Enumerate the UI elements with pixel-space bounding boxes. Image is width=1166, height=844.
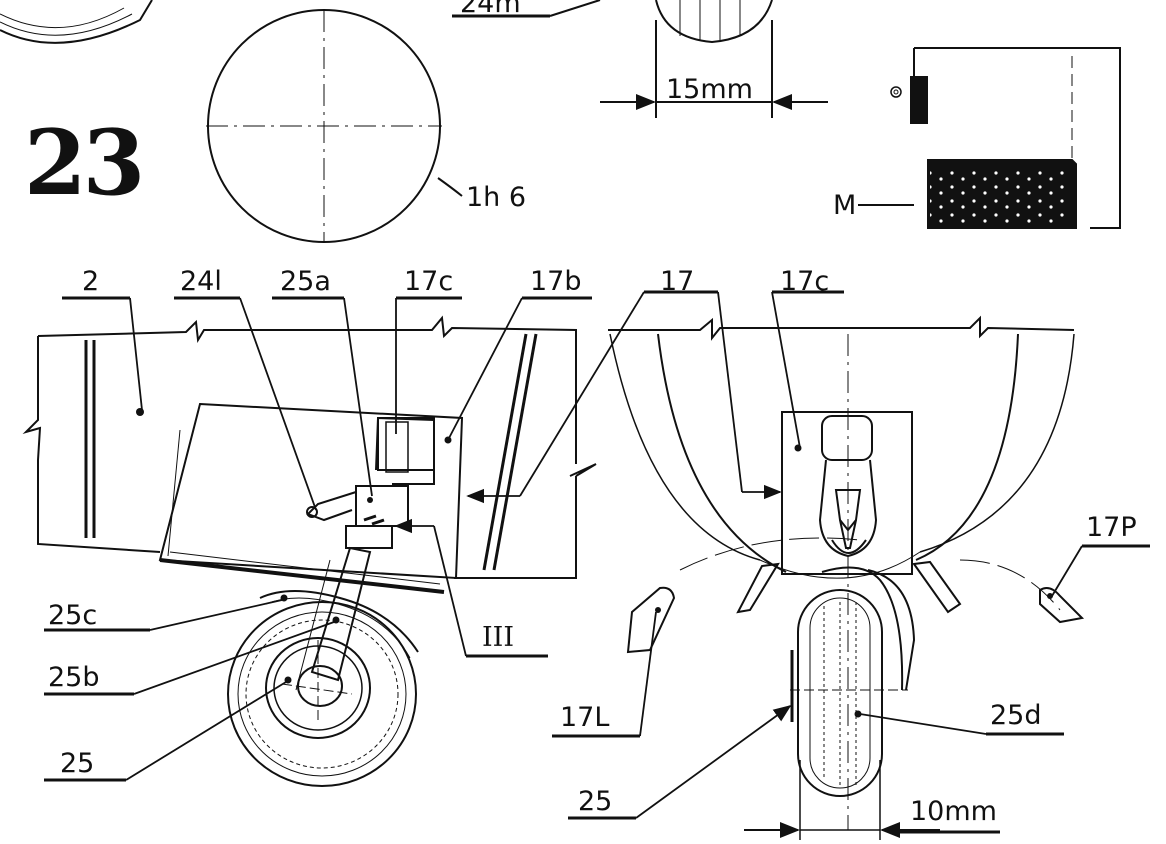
callout-25b: 25b xyxy=(48,662,100,693)
label-24m: 24m xyxy=(460,0,521,19)
callout-25-left: 25 xyxy=(60,748,95,779)
callout-17p: 17P xyxy=(1086,512,1137,543)
callout-25a: 25a xyxy=(280,266,331,297)
callout-25-right: 25 xyxy=(578,786,613,817)
callout-2: 2 xyxy=(82,266,100,297)
tyre-detail-partial xyxy=(0,0,153,44)
dim-10mm: 10mm xyxy=(910,796,997,827)
front-view-leaders xyxy=(635,291,1083,819)
label-m: M xyxy=(833,190,857,221)
dim-15mm: 15mm xyxy=(666,74,753,105)
wheel-front-detail xyxy=(600,0,828,118)
callout-25d: 25d xyxy=(990,700,1042,731)
callout-underlines xyxy=(44,290,1150,834)
callout-17b: 17b xyxy=(530,266,582,297)
detail-circle-1h6 xyxy=(206,9,463,243)
callout-17l: 17L xyxy=(560,702,610,733)
figure-number: 23 xyxy=(24,110,145,216)
side-view-fuselage xyxy=(22,315,597,787)
callout-25c: 25c xyxy=(48,600,98,631)
detail-m-box xyxy=(858,47,1121,229)
callout-24l: 24l xyxy=(180,266,222,297)
side-view-leaders xyxy=(125,291,645,781)
front-view xyxy=(608,315,1085,840)
callout-iii: III xyxy=(482,622,514,653)
label-1h6: 1h 6 xyxy=(466,182,527,213)
callout-17c-left: 17c xyxy=(404,266,454,297)
